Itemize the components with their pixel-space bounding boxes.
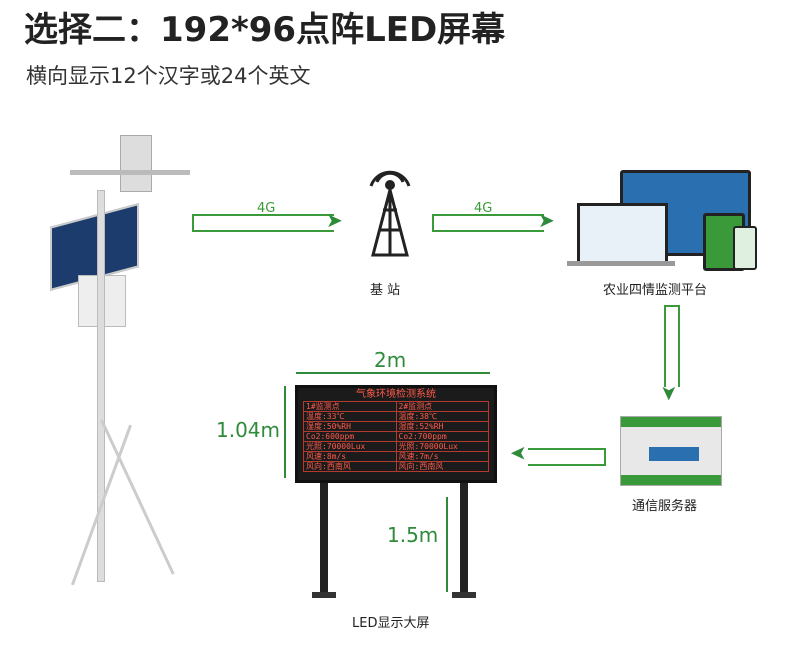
led-cell: Co2:700ppm	[395, 431, 489, 442]
led-title: 气象环境检测系统	[356, 389, 436, 400]
led-cell: 光照:70000Lux	[303, 441, 397, 452]
arrow-to-station	[192, 214, 334, 232]
led-cell: 风速:7m/s	[395, 451, 489, 462]
height-dimension-line	[284, 386, 286, 478]
led-cell: 湿度:52%RH	[395, 421, 489, 432]
arrow-to-screen	[528, 448, 606, 466]
pole-label: 1.5m	[387, 523, 439, 547]
screen-base	[312, 592, 336, 598]
led-cell: 湿度:50%RH	[303, 421, 397, 432]
screen-leg-right	[460, 483, 468, 595]
screen-leg-left	[320, 483, 328, 595]
led-cell: 温度:38℃	[395, 411, 489, 422]
link-label: 4G	[474, 201, 493, 216]
tower-icon	[369, 170, 411, 257]
subtitle: 横向显示12个汉字或24个英文	[26, 64, 311, 88]
pole-dimension-line	[446, 497, 448, 592]
arrow-head-icon: ➤	[657, 384, 682, 402]
arrow-to-platform	[432, 214, 544, 232]
weather-station-image	[40, 130, 220, 600]
station-label: 基 站	[370, 283, 401, 298]
server-label: 通信服务器	[632, 499, 698, 514]
height-label: 1.04m	[216, 418, 281, 442]
platform-label: 农业四情监测平台	[603, 283, 708, 298]
led-cell: 温度:33℃	[303, 411, 397, 422]
devices-image	[565, 168, 757, 273]
arrow-to-server	[664, 305, 680, 387]
led-cell: 风向:西南风	[395, 461, 489, 472]
arrow-head-icon: ➤	[538, 208, 555, 232]
page-title: 选择二：192*96点阵LED屏幕	[24, 10, 506, 50]
led-cell: 1#监测点	[303, 401, 397, 412]
width-label: 2m	[374, 348, 407, 372]
screen-label: LED显示大屏	[352, 616, 430, 631]
led-cell: 2#监测点	[395, 401, 489, 412]
led-cell: Co2:600ppm	[303, 431, 397, 442]
server-image	[620, 416, 722, 486]
arrow-head-icon: ➤	[326, 208, 343, 232]
screen-base	[452, 592, 476, 598]
link-label: 4G	[257, 201, 276, 216]
led-cell: 风向:西南风	[303, 461, 397, 472]
arrow-head-icon: ➤	[510, 442, 527, 466]
width-dimension-line	[296, 372, 490, 374]
led-cell: 风速:8m/s	[303, 451, 397, 462]
led-cell: 光照:70000Lux	[395, 441, 489, 452]
